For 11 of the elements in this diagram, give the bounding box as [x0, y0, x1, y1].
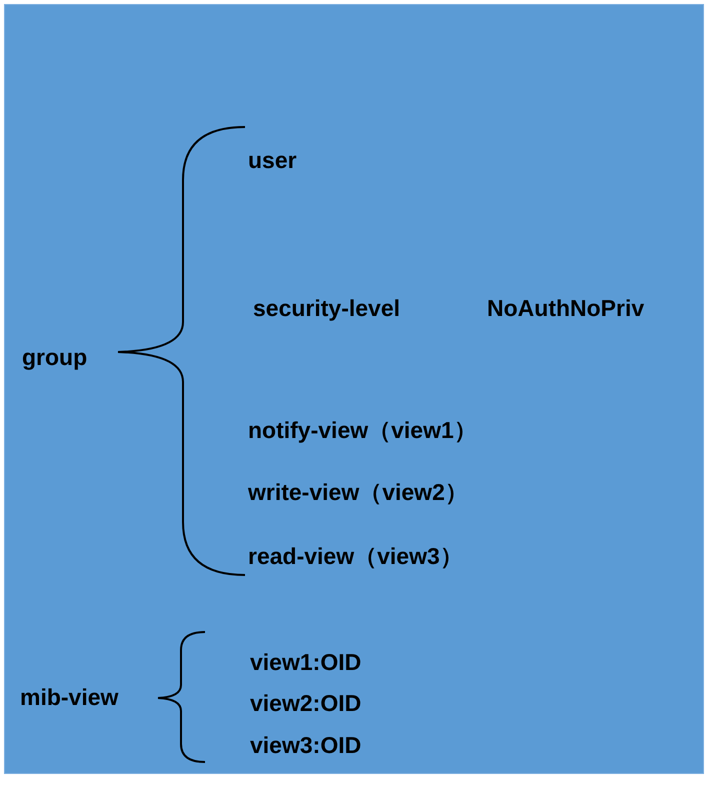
- label-text: view3:OID: [250, 731, 362, 759]
- label-text: notify-view（view1）: [248, 416, 477, 444]
- label-text: security-level: [253, 294, 400, 322]
- label-text: view1:OID: [250, 648, 362, 676]
- label-text: NoAuthNoPriv: [487, 294, 644, 322]
- label-text: user: [248, 146, 297, 174]
- label-text: group: [22, 343, 88, 371]
- label-text: view2:OID: [250, 689, 362, 717]
- label-text: read-view（view3）: [248, 542, 463, 570]
- label-text: write-view（view2）: [248, 478, 468, 506]
- label-text: mib-view: [20, 683, 118, 711]
